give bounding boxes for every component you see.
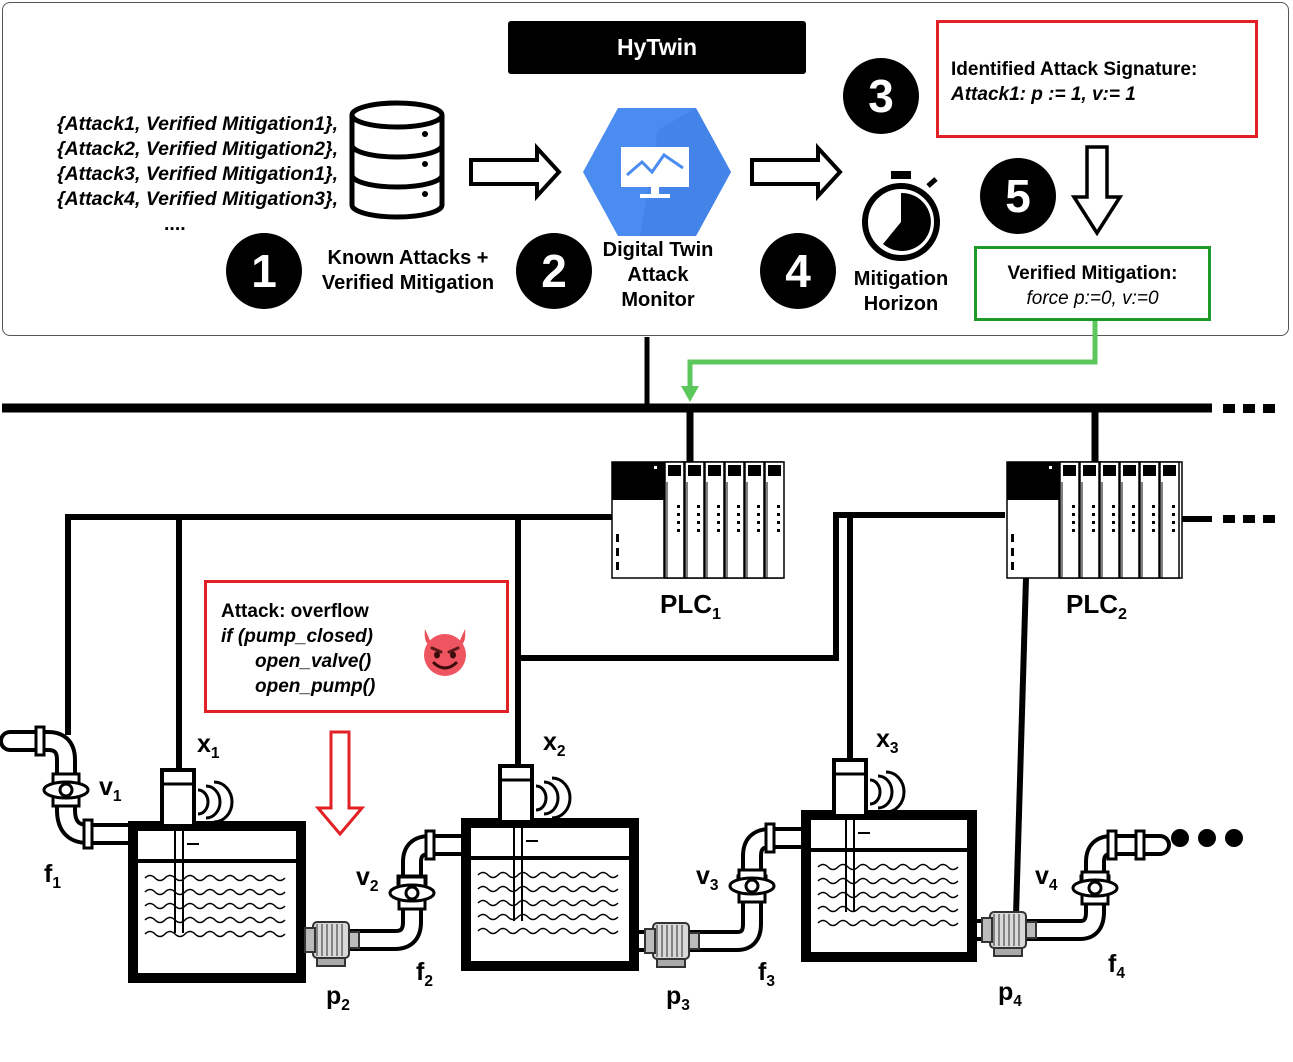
mitigation-title: Verified Mitigation:: [1007, 263, 1178, 284]
attack-box: Attack: overflow if (pump_closed) open_v…: [204, 580, 509, 713]
plc-module: [1059, 461, 1080, 579]
water-tank: [461, 818, 639, 971]
sensor-x1-label: x1: [197, 730, 220, 762]
water-tank: [801, 810, 977, 962]
hytwin-title: HyTwin: [508, 21, 806, 74]
step-4-badge: 4: [760, 233, 836, 309]
plc-module: [664, 461, 685, 579]
plc-module: [1159, 461, 1180, 579]
arrow-icon: [750, 142, 843, 202]
flow-f4-label: f4: [1108, 950, 1125, 982]
stopwatch-icon: [862, 171, 940, 261]
plc-2-label: PLC2: [1066, 589, 1127, 624]
attack-code-line: open_valve(): [255, 651, 372, 672]
plc-module: [704, 461, 725, 579]
pump-p3-label: p3: [666, 982, 690, 1014]
pump-p2-label: p2: [326, 982, 350, 1014]
horizon-label: Mitigation Horizon: [853, 268, 949, 315]
sensor-x2-label: x2: [543, 728, 566, 760]
attack-list-item: {Attack1, Verified Mitigation1},: [56, 113, 338, 135]
attack-list: {Attack1, Verified Mitigation1}, {Attack…: [8, 112, 338, 237]
pipe-joint: [34, 725, 46, 757]
pipe-joint: [764, 822, 776, 854]
level-sensor-icon: [498, 764, 572, 824]
arrow-icon: [469, 142, 562, 202]
flow-f3-label: f3: [758, 958, 775, 990]
down-arrow-icon: [1070, 145, 1124, 237]
valve-v2-label: v2: [356, 863, 379, 895]
valve-v4-label: v4: [1035, 862, 1058, 894]
valve-icon: [42, 772, 90, 808]
devil-emoji-icon: [424, 629, 466, 676]
continuation-dots: [1171, 829, 1243, 847]
valve-icon: [388, 875, 436, 911]
pump-p4-label: p4: [998, 978, 1022, 1010]
mitigation-text: force p:=0, v:=0: [1026, 288, 1159, 309]
attack-title: Attack: overflow: [221, 601, 369, 622]
plc-module: [1119, 461, 1140, 579]
step-5-badge: 5: [980, 158, 1056, 234]
monitor-icon: [583, 108, 731, 236]
pump-icon: [644, 922, 700, 968]
database-icon: [349, 100, 445, 220]
signature-text: Attack1: p := 1, v:= 1: [951, 84, 1136, 105]
water-tank: [128, 821, 306, 983]
plc-module: [764, 461, 785, 579]
flow-f1-label: f1: [44, 860, 61, 892]
pump-icon: [304, 921, 360, 967]
verified-mitigation-box: Verified Mitigation: force p:=0, v:=0: [974, 246, 1211, 321]
valve-icon: [728, 868, 776, 904]
attack-code-line: open_pump(): [255, 676, 376, 697]
attack-list-item: {Attack3, Verified Mitigation1},: [56, 163, 338, 185]
mitigation-path: [681, 321, 1098, 402]
valve-v3-label: v3: [696, 862, 719, 894]
plc-module: [724, 461, 745, 579]
sensor-x3-label: x3: [876, 725, 899, 757]
level-sensor-icon: [160, 768, 234, 828]
attack-list-item: ....: [164, 213, 186, 235]
plc-1-label: PLC1: [660, 589, 721, 624]
plc-module: [1099, 461, 1120, 579]
valve-icon: [1071, 870, 1119, 906]
attack-arrow-icon: [314, 730, 366, 837]
pipe-joint: [1134, 829, 1146, 861]
valve-v1-label: v1: [99, 773, 122, 805]
signature-title: Identified Attack Signature:: [951, 59, 1198, 80]
pipe-joint: [82, 818, 94, 850]
flow-f2-label: f2: [416, 958, 433, 990]
plc-module: [1139, 461, 1160, 579]
step-2-badge: 2: [516, 233, 592, 309]
bus-continuation: [1223, 404, 1275, 523]
pipe-joint: [424, 829, 436, 861]
monitor-label: Digital Twin Attack Monitor: [602, 239, 714, 311]
attack-list-item: {Attack2, Verified Mitigation2},: [56, 138, 338, 160]
plc-module: [1079, 461, 1100, 579]
step-1-badge: 1: [226, 233, 302, 309]
known-attacks-label: Known Attacks + Verified Mitigation: [321, 247, 495, 294]
pump-icon: [981, 911, 1037, 957]
attack-signature-box: Identified Attack Signature: Attack1: p …: [936, 20, 1258, 138]
pipe-joint: [1106, 829, 1118, 861]
attack-list-item: {Attack4, Verified Mitigation3},: [56, 188, 338, 210]
level-sensor-icon: [832, 758, 906, 818]
plc-module: [684, 461, 705, 579]
attack-code-line: if (pump_closed): [221, 626, 374, 647]
step-3-badge: 3: [843, 58, 919, 134]
plc-module: [744, 461, 765, 579]
